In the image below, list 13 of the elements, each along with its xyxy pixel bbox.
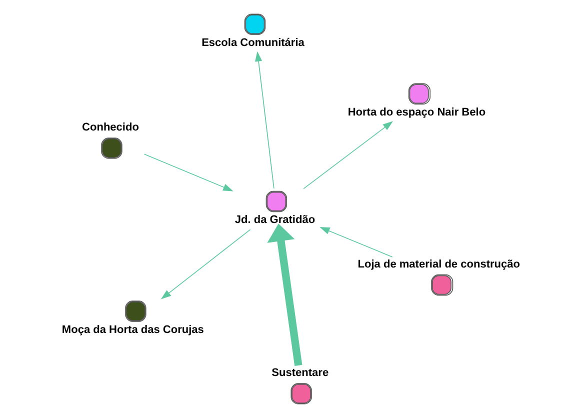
node-label: Conhecido xyxy=(82,122,138,134)
node-label: Escola Comunitária xyxy=(201,36,304,49)
arrow xyxy=(143,154,233,192)
node-label: Jd. da Gratidão xyxy=(234,214,315,226)
arrow xyxy=(302,121,393,190)
arrow xyxy=(266,224,302,366)
node-label: Loja de material de construção xyxy=(357,258,520,271)
arrow xyxy=(319,226,392,258)
arrow xyxy=(254,51,274,189)
arrow xyxy=(160,229,250,300)
node-label: Moça da Horta das Corujas xyxy=(61,324,204,336)
node-label: Horta do espaço Nair Belo xyxy=(347,106,486,118)
node-label: Sustentare xyxy=(271,367,328,380)
